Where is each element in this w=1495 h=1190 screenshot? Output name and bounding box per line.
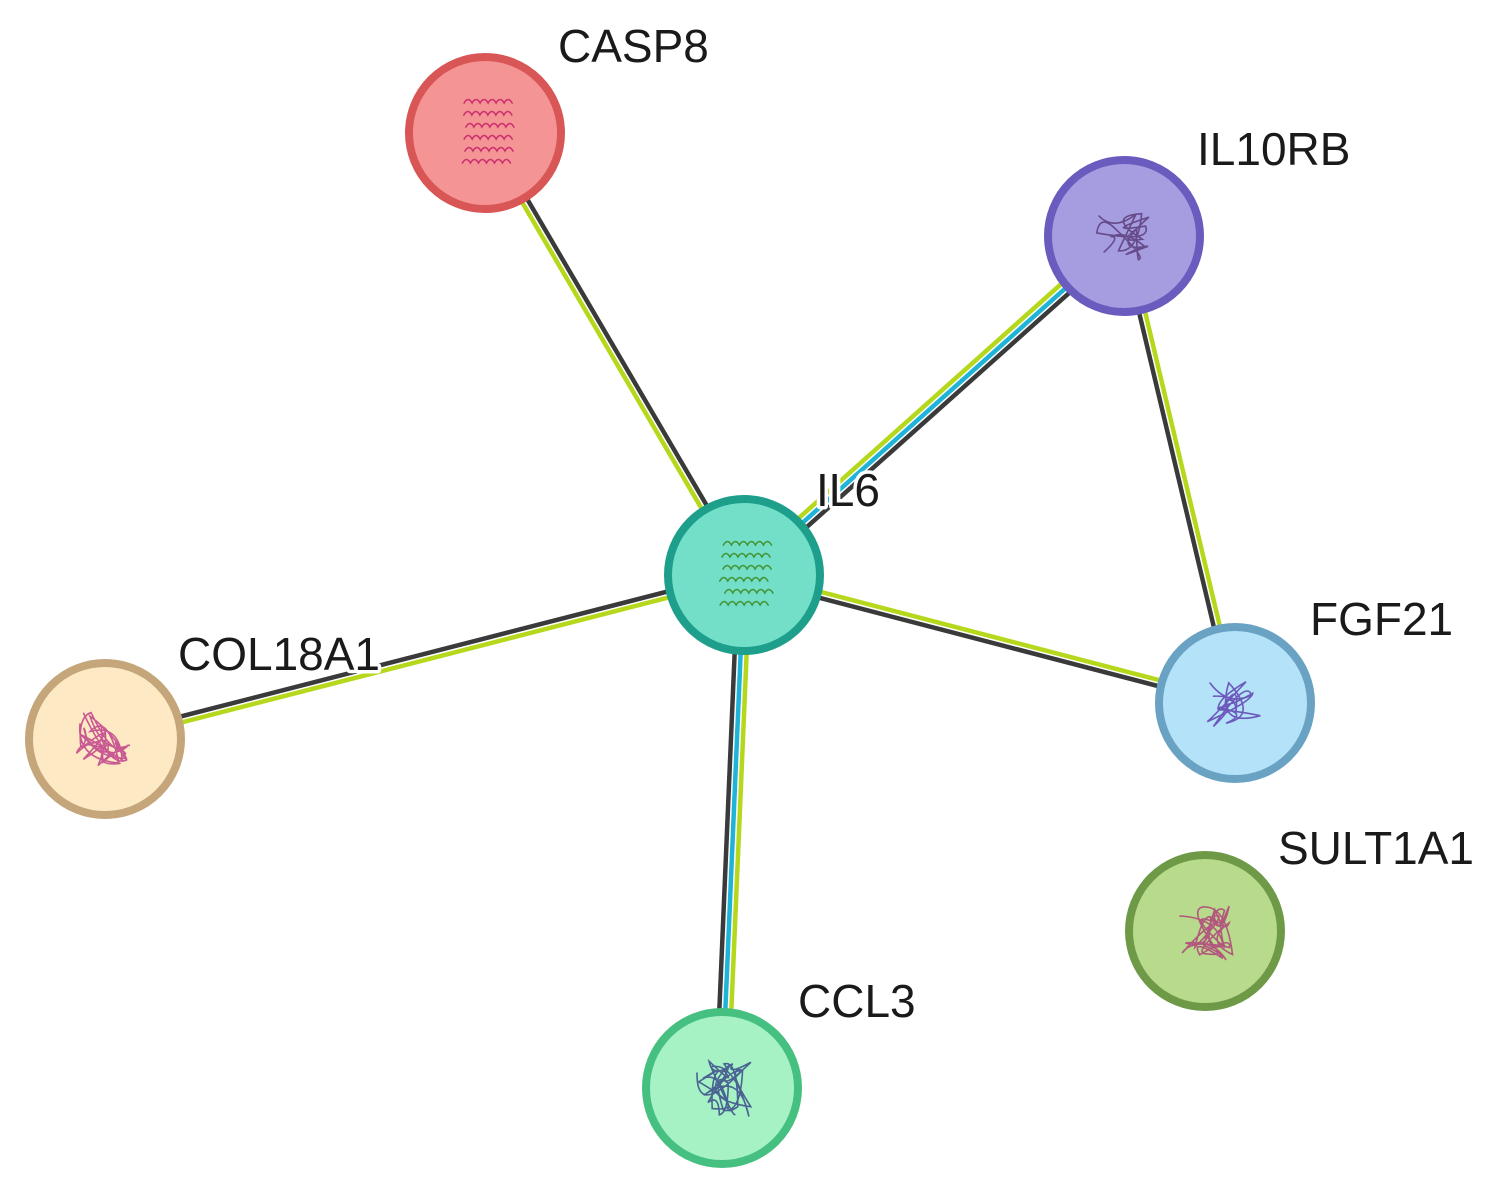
node-label: FGF21 [1310,593,1453,645]
protein-structure-icon [461,98,515,165]
edge-il6-col18a1[interactable] [103,569,746,745]
protein-structure-icon [1179,905,1234,961]
edge-il10rb-fgf21[interactable] [1118,234,1241,705]
node-sult1a1[interactable]: SULT1A1 [1125,819,1478,1011]
edge-evidence-coexpression [103,569,744,739]
edge-evidence-coexpression [713,574,741,1088]
edge-il6-ccl3[interactable] [713,574,753,1089]
node-label: IL6 [816,464,880,516]
edge-evidence-textmining [1124,234,1241,703]
edge-il6-fgf21[interactable] [742,569,1237,709]
node-fgf21[interactable]: FGF21 [1155,590,1457,783]
node-label: IL10RB [1197,123,1350,175]
edge-evidence-textmining [744,569,1237,703]
edges-layer [103,130,1241,1089]
protein-structure-icon [696,1058,753,1117]
protein-structure-icon [75,711,131,767]
edge-evidence-textmining [480,133,744,578]
edge-evidence-textmining [725,575,753,1089]
node-circle [405,53,565,213]
edge-evidence-textmining [105,575,746,745]
edge-evidence-database [719,574,747,1089]
protein-structure-icon [1206,681,1261,727]
node-label: SULT1A1 [1278,822,1474,874]
protein-structure-icon [718,540,774,607]
edge-evidence-textmining [738,229,1122,573]
edge-evidence-coexpression [485,130,749,575]
node-label: COL18A1 [178,628,380,680]
node-ccl3[interactable]: CCL3 [642,972,919,1168]
node-circle [664,495,824,655]
edge-evidence-coexpression [746,238,1130,582]
node-il10rb[interactable]: IL10RB [1044,120,1354,316]
edge-evidence-coexpression [1118,236,1235,705]
edge-il6-casp8[interactable] [480,130,749,578]
node-casp8[interactable]: CASP8 [405,17,712,213]
edge-evidence-database [742,234,1126,577]
edge-il6-il10rb[interactable] [738,229,1130,582]
node-col18a1[interactable]: COL18A1 [25,625,384,819]
protein-structure-icon [1095,212,1150,261]
edge-evidence-coexpression [742,575,1235,709]
node-label: CCL3 [798,975,916,1027]
node-il6[interactable]: IL6 [664,461,883,655]
node-label: CASP8 [558,20,709,72]
